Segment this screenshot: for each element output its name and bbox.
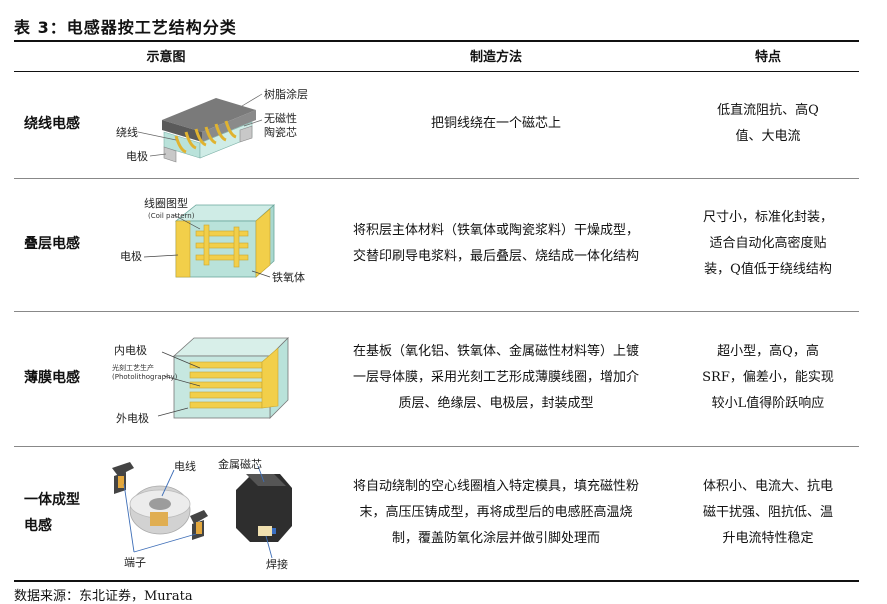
label-electrode: 电极 (120, 249, 142, 263)
label-resin: 树脂涂层 (264, 87, 308, 101)
molded-diagram: 电线 金属磁芯 端子 焊接 (112, 457, 292, 571)
header-rule (14, 71, 859, 72)
row-name-multilayer: 叠层电感 (24, 236, 80, 252)
thinfilm-diagram: 内电极 光刻工艺生产 (Photolithography) 外电极 (112, 337, 289, 425)
row-method-multilayer: 将积层主体材料（铁氧体或陶瓷浆料）干燥成型， 交替印刷导电浆料，最后叠层、烧结成… (352, 223, 639, 264)
row-features-thinfilm: 超小型，高Q，高 SRF，偏差小，能实现 较小L值得阶跃响应 (702, 344, 834, 411)
row-name-molded: 一体成型 电感 (24, 492, 80, 534)
label-process-en: (Photolithography) (112, 373, 178, 381)
row-divider (14, 446, 859, 447)
row-name-thinfilm: 薄膜电感 (24, 370, 80, 386)
label-process: 光刻工艺生产 (112, 363, 154, 372)
row-method-thinfilm: 在基板（氧化铝、铁氧体、金属磁性材料等）上镀 一层导体膜，采用光刻工艺形成薄膜线… (352, 344, 639, 411)
label-wire: 电线 (174, 459, 196, 473)
row-name-wirewound: 绕线电感 (24, 116, 80, 132)
wirewound-diagram: 树脂涂层 无磁性 陶瓷芯 绕线 电极 (116, 87, 308, 163)
label-core-1: 无磁性 (264, 111, 297, 125)
label-electrode: 电极 (126, 149, 148, 163)
label-core-2: 陶瓷芯 (264, 125, 297, 139)
label-outer-electrode: 外电极 (116, 411, 149, 425)
row-features-molded: 体积小、电流大、抗电 磁干扰强、阻抗低、温 升电流特性稳定 (702, 479, 833, 546)
label-inner-electrode: 内电极 (114, 343, 147, 357)
row-method-molded: 将自动绕制的空心线圈植入特定模具，填充磁性粉 末，高压压铸成型，再将成型后的电感… (352, 479, 639, 546)
header-diagram: 示意图 (146, 50, 186, 65)
label-weld: 焊接 (266, 557, 288, 571)
bottom-rule (14, 580, 859, 582)
top-rule (14, 40, 859, 42)
row-features-multilayer: 尺寸小，标准化封装， 适合自动化高密度贴 装，Q值低于绕线结构 (702, 210, 833, 277)
row-features-wirewound: 低直流阻抗、高Q 值、大电流 (717, 103, 819, 144)
multilayer-diagram: 线圈图型 (Coil pattern) 电极 铁氧体 (120, 196, 305, 284)
header-method: 制造方法 (469, 50, 522, 65)
header-features: 特点 (754, 50, 781, 65)
label-ferrite: 铁氧体 (272, 270, 305, 284)
source-note: 数据来源：东北证券，Murata (14, 589, 193, 604)
row-method-wirewound: 把铜线绕在一个磁芯上 (430, 116, 561, 131)
label-wire: 绕线 (116, 125, 138, 139)
label-coil-en: (Coil pattern) (148, 212, 195, 220)
table-title: 表 3：电感器按工艺结构分类 (14, 18, 237, 37)
row-divider (14, 178, 859, 179)
label-coil: 线圈图型 (144, 196, 188, 210)
label-terminal: 端子 (124, 556, 146, 569)
label-metal-core: 金属磁芯 (218, 457, 262, 471)
row-divider (14, 311, 859, 312)
